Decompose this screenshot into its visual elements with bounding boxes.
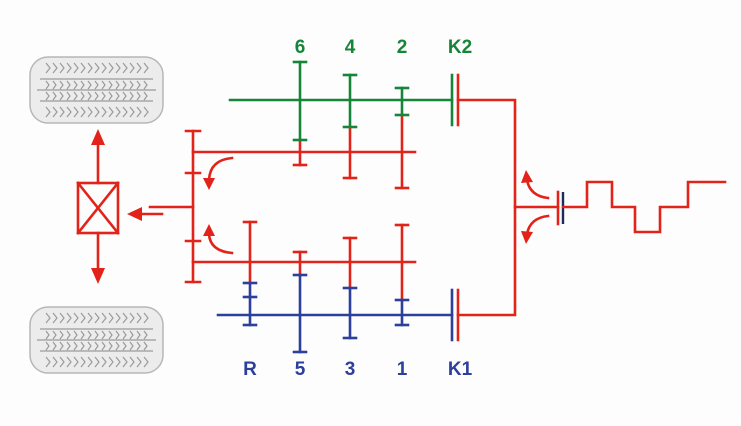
label-clutch-k1: K1 <box>448 359 473 380</box>
input-curved-arrow-down-head <box>521 231 533 244</box>
label-gear-6: 6 <box>295 37 306 58</box>
input-curved-arrow-down <box>525 214 550 236</box>
gear-2 <box>394 86 410 190</box>
curved-arrow-upper <box>207 156 234 182</box>
curved-arrow-lower <box>207 232 234 255</box>
engine-torque-signal <box>561 180 727 234</box>
differential <box>76 181 120 235</box>
input-curved-arrow-up <box>525 178 550 200</box>
arrow-left-head <box>127 207 142 221</box>
gear-1 <box>394 223 410 327</box>
input-curved-arrow-up-head <box>521 170 533 183</box>
label-gear-1: 1 <box>397 359 408 380</box>
gear-6 <box>292 60 308 167</box>
curved-arrow-upper-head <box>203 178 215 190</box>
gear-5 <box>292 250 308 354</box>
gear-3 <box>342 236 358 340</box>
curved-arrow-lower-head <box>203 224 215 236</box>
label-gear-4: 4 <box>345 37 356 58</box>
label-gear-r: R <box>243 359 257 380</box>
label-gear-2: 2 <box>397 37 408 58</box>
label-gear-3: 3 <box>345 359 356 380</box>
gear-4 <box>342 73 358 180</box>
front-tire-top <box>29 56 164 124</box>
front-tire-bottom <box>29 306 164 374</box>
arrow-up-head <box>91 129 105 145</box>
label-gear-5: 5 <box>295 359 306 380</box>
differential-cross-b <box>76 181 120 235</box>
arrow-down-head <box>91 268 105 284</box>
clutch-housing-link <box>456 98 517 317</box>
label-clutch-k2: K2 <box>448 37 472 58</box>
gear-r <box>242 220 258 327</box>
